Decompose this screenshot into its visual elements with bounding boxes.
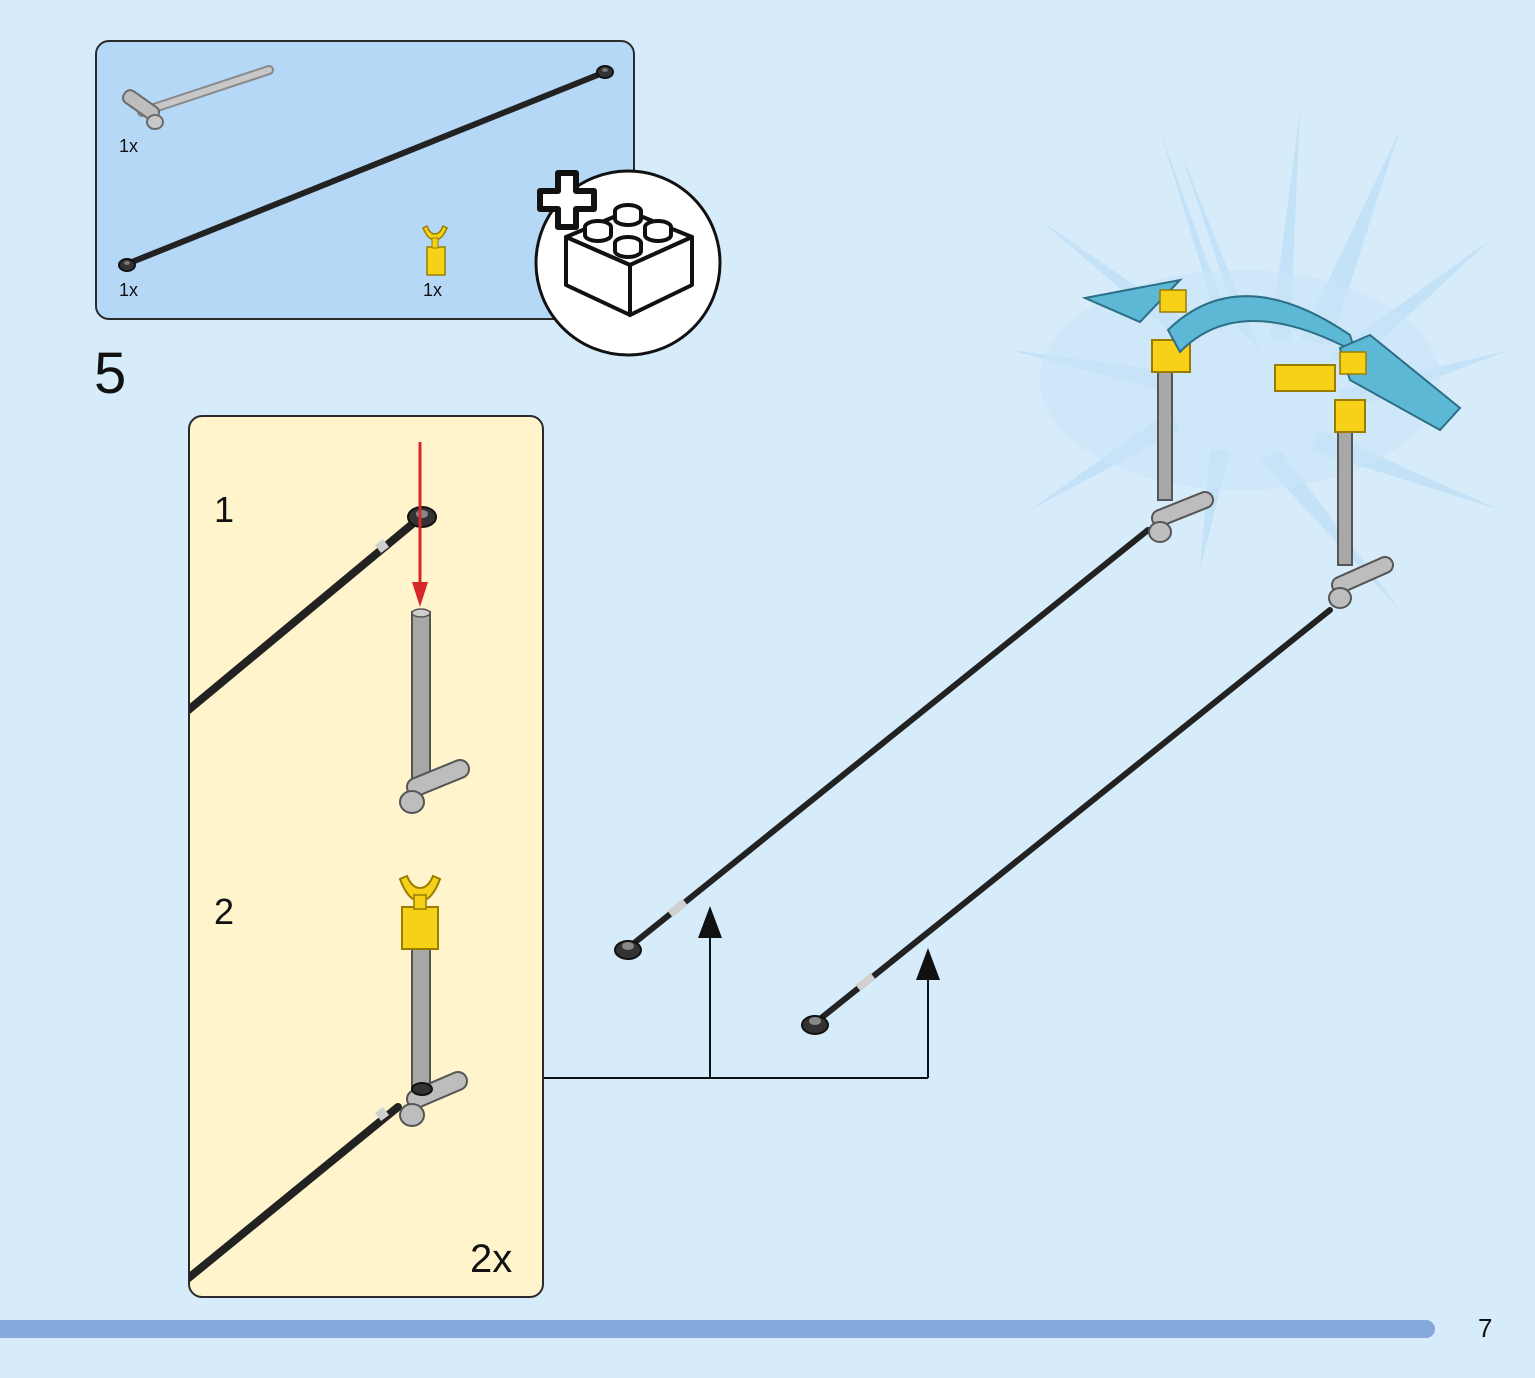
page-number: 7 xyxy=(1478,1313,1493,1343)
part-qty-yellow-clip: 1x xyxy=(423,280,443,300)
substep-illustration xyxy=(190,442,470,1282)
black-bar-part xyxy=(118,65,614,272)
step-number: 5 xyxy=(94,341,127,406)
page-progress-bar xyxy=(0,1320,1435,1338)
yellow-clip-part xyxy=(422,224,448,276)
substep-panel: 1 2 2x xyxy=(188,415,544,1298)
part-qty-black-bar: 1x xyxy=(119,280,139,300)
parts-illustration xyxy=(118,65,614,276)
plus-brick-icon xyxy=(534,169,722,357)
gray-bar-part xyxy=(121,65,274,130)
main-assembly-illustration xyxy=(544,110,1510,1079)
substep-number-2: 2 xyxy=(214,891,235,932)
part-qty-gray-bar: 1x xyxy=(119,136,139,156)
substep-multiplier: 2x xyxy=(470,1237,513,1281)
substep-number-1: 1 xyxy=(214,489,235,530)
parts-list-panel: 1x 1x 1x xyxy=(95,40,635,320)
